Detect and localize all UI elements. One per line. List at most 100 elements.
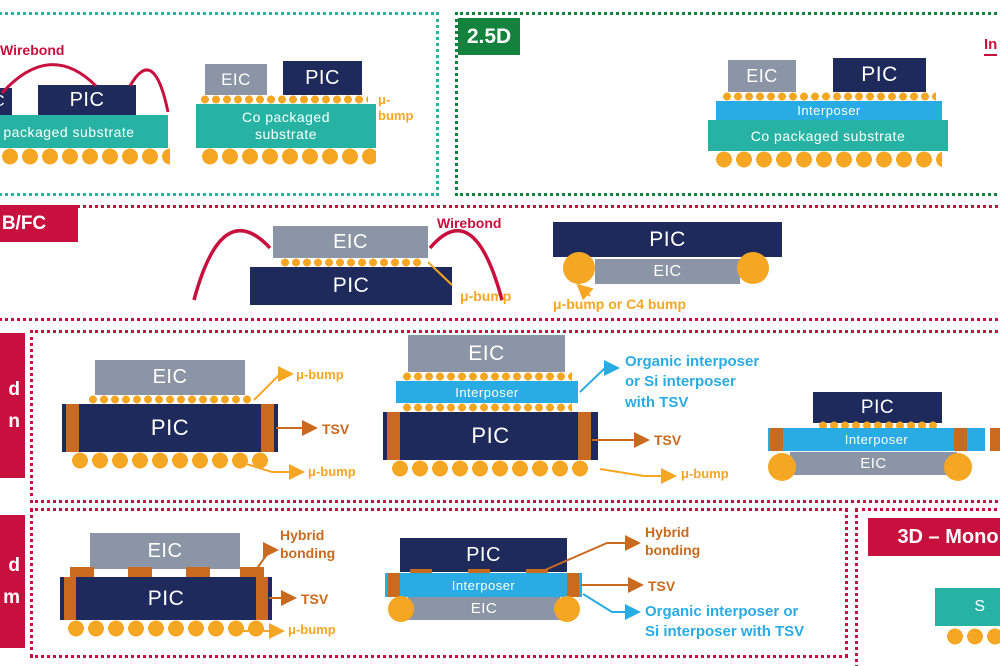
ubump-callout: μ-bump	[681, 466, 729, 481]
tsv-via	[66, 404, 79, 452]
pic-chip: PIC	[62, 404, 278, 452]
solder-bumps	[714, 151, 942, 168]
c4-bump	[737, 252, 769, 284]
pic-chip: PIC	[250, 267, 452, 305]
cut-chip: C	[0, 88, 12, 115]
hybrid-callout-line2: bonding	[280, 544, 336, 561]
eic-chip: EIC	[273, 226, 428, 258]
tsv-callout: TSV	[654, 432, 682, 448]
section-wbfc-frame	[0, 205, 1000, 321]
badge-fragment-line1: d	[8, 554, 20, 576]
micro-bumps	[402, 403, 572, 412]
wirebond-label-2d: Wirebond	[0, 42, 65, 58]
tsv-via	[64, 577, 76, 620]
interposer: Interposer	[716, 101, 942, 120]
substrate: packaged substrate	[0, 115, 168, 148]
hybrid-bonding-callout: Hybrid bonding	[280, 527, 335, 562]
tsv-via	[387, 412, 400, 460]
tsv-via	[388, 573, 400, 597]
hybrid-callout-line1: Hybrid	[645, 524, 690, 540]
section-badge-25d: 2.5D	[458, 18, 520, 55]
tsv-via	[256, 577, 268, 620]
solder-bumps	[66, 620, 266, 637]
hybrid-bonding-callout: Hybrid bonding	[645, 524, 700, 559]
pic-chip: PIC	[553, 222, 782, 257]
solder-bumps	[200, 148, 376, 165]
substrate-label-line2: substrate	[254, 126, 318, 142]
wirebond-label-wbfc: Wirebond	[437, 215, 502, 231]
ubump-callout: μ-bump	[296, 367, 344, 382]
c4-bump	[768, 453, 796, 481]
eic-chip: EIC	[90, 533, 240, 569]
solder-bumps	[390, 460, 590, 477]
substrate: Co packaged substrate	[196, 104, 376, 148]
section-badge-3d-hybrid: d m	[0, 515, 25, 648]
section-3d-tsv-frame	[30, 330, 1000, 503]
section-3d-hybrid-frame	[30, 508, 848, 658]
hybrid-callout-line2: bonding	[645, 541, 701, 558]
micro-bumps	[818, 421, 938, 430]
ubump-callout-line2: bump	[378, 108, 414, 124]
eic-chip: EIC	[408, 597, 560, 620]
interposer-callout-line3: with TSV	[625, 393, 689, 411]
hybrid-bond-pad	[240, 567, 264, 577]
solder-bumps	[70, 452, 270, 469]
ubump-callout: μ-bump	[288, 622, 336, 637]
interposer-callout-line2: or Si interposer	[625, 373, 736, 391]
interposer: Interposer	[396, 381, 578, 403]
tsv-callout: TSV	[301, 591, 329, 607]
hybrid-bond-pad	[186, 567, 210, 577]
tsv-via	[770, 428, 783, 451]
section-badge-wbfc: B/FC	[0, 205, 78, 242]
ubump-callout: μ-bump	[460, 288, 512, 304]
badge-fragment-line2: m	[3, 586, 20, 608]
eic-chip: EIC	[595, 259, 740, 284]
micro-bumps	[88, 395, 252, 404]
solder-bumps	[945, 628, 1000, 645]
interposer: Interposer	[768, 428, 985, 451]
tsv-via	[954, 428, 967, 451]
substrate: Co packaged substrate	[708, 120, 948, 151]
section-25d-frame	[455, 12, 1000, 196]
interposer-callout-line2: Si interposer with TSV	[645, 622, 805, 640]
substrate: S	[935, 588, 1000, 626]
hybrid-bond-pad	[70, 567, 94, 577]
solder-bumps	[0, 148, 170, 165]
section-2d-copackaged-frame	[0, 12, 439, 196]
interposer-callout-line1: Organic interposer	[625, 353, 760, 370]
eic-chip: EIC	[205, 64, 267, 95]
pic-chip: PIC	[813, 392, 942, 423]
eic-chip: EIC	[790, 452, 957, 475]
eic-chip: EIC	[408, 335, 565, 372]
pic-chip: PIC	[400, 538, 567, 572]
pic-chip: PIC	[283, 61, 362, 95]
corner-text-fragment: In	[984, 36, 998, 56]
micro-bumps	[280, 258, 422, 267]
micro-bumps	[722, 92, 936, 101]
section-badge-3d-monolithic: 3D – Mono	[868, 518, 1000, 556]
c4-bump	[554, 596, 580, 622]
pic-chip: PIC	[383, 412, 598, 460]
interposer-callout: Organic interposer or Si interposer with…	[625, 352, 759, 413]
c4-bump	[944, 453, 972, 481]
c4-bump-callout: μ-bump or C4 bump	[553, 296, 686, 312]
tsv-via	[261, 404, 274, 452]
section-3d-monolithic-frame	[855, 508, 1000, 666]
tsv-via	[578, 412, 591, 460]
interposer-callout-line1: Organic interposer or	[645, 603, 799, 620]
tsv-via	[990, 428, 1000, 451]
micro-bumps	[200, 95, 368, 104]
eic-chip: EIC	[95, 360, 245, 395]
ubump-callout: μ- bump	[378, 92, 413, 125]
micro-bumps	[402, 372, 572, 381]
eic-chip: EIC	[728, 60, 796, 92]
hybrid-bond-pad	[128, 567, 152, 577]
section-badge-3d-tsv: d n	[0, 333, 25, 478]
c4-bump	[563, 252, 595, 284]
pic-chip: PIC	[833, 58, 926, 92]
hybrid-callout-line1: Hybrid	[280, 527, 325, 543]
c4-bump	[388, 596, 414, 622]
tsv-callout: TSV	[648, 578, 676, 594]
pic-chip: PIC	[60, 577, 272, 620]
